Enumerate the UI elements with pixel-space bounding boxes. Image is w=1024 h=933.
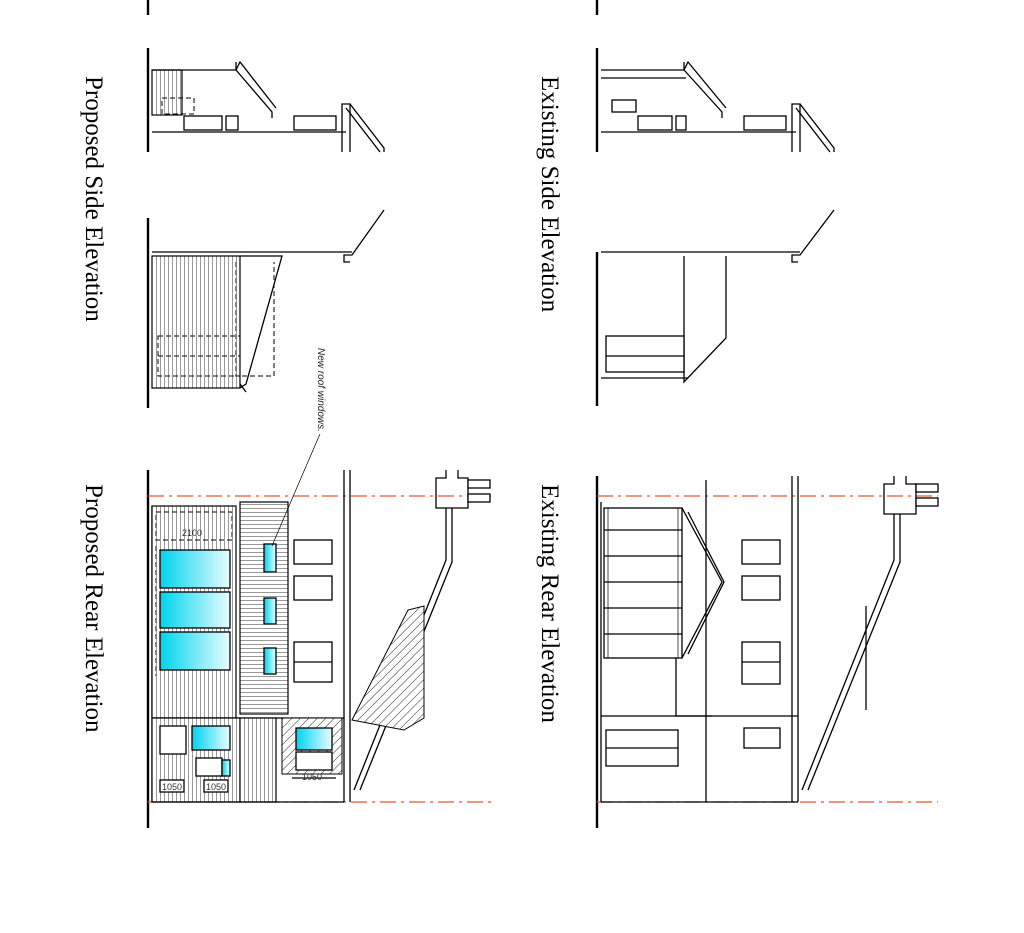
cladding-panel xyxy=(151,255,241,389)
chimney-stack xyxy=(435,470,469,509)
roof-window xyxy=(263,597,277,625)
conservatory-frame xyxy=(603,507,683,659)
annotation-leader xyxy=(271,433,321,547)
glazing-panel xyxy=(159,549,231,589)
glazing-panel xyxy=(295,727,333,751)
dimension-box xyxy=(203,779,229,793)
main-roof-inner xyxy=(345,107,381,153)
window xyxy=(743,115,787,131)
downpipe xyxy=(807,514,901,791)
roof-parapet xyxy=(683,60,727,109)
window xyxy=(741,539,781,565)
chimney-pot xyxy=(915,483,939,493)
dashed-outline xyxy=(161,97,195,115)
window xyxy=(195,757,223,777)
dimension-1050: 1050 xyxy=(302,772,322,782)
window xyxy=(295,751,333,771)
glazing-panel xyxy=(159,631,231,671)
existing-rear-elevation: Existing Rear Elevation xyxy=(536,476,939,828)
main-roof-inner xyxy=(795,107,831,153)
title-existing-side-elevation: Existing Side Elevation xyxy=(536,76,563,313)
chimney-pot xyxy=(915,497,939,507)
window xyxy=(605,335,685,373)
title-proposed-rear-elevation: Proposed Rear Elevation xyxy=(80,484,107,733)
existing-side-elevation: Existing Side Elevation xyxy=(536,0,835,406)
side-roof-slope xyxy=(239,255,283,389)
window xyxy=(741,641,781,685)
eaves-detail xyxy=(791,209,835,263)
window xyxy=(183,115,223,131)
hatched-roof-slope xyxy=(351,605,425,731)
main-roof xyxy=(349,103,385,152)
dimension-box xyxy=(159,779,185,793)
window xyxy=(741,575,781,601)
main-wall xyxy=(341,103,351,152)
window xyxy=(159,725,187,755)
conservatory-roof xyxy=(681,507,723,659)
dashed-rooflight xyxy=(155,511,233,541)
chimney-stack xyxy=(883,476,917,515)
chimney-pot xyxy=(467,479,491,489)
roof-outline xyxy=(152,69,273,118)
note-new-roof-windows: New roof windows. xyxy=(315,348,326,432)
chimney-pot xyxy=(467,493,491,503)
eaves-tip xyxy=(239,383,247,393)
window xyxy=(743,727,781,749)
window xyxy=(611,99,637,113)
cladding-panel xyxy=(239,717,277,803)
dimension-2100: 2100 xyxy=(182,528,202,538)
main-roof xyxy=(799,103,835,152)
cladding-panel xyxy=(151,69,183,116)
window xyxy=(675,115,687,131)
window xyxy=(225,115,239,131)
roof-outline xyxy=(601,69,723,118)
side-roof xyxy=(683,256,727,384)
glazing-panel xyxy=(159,591,231,629)
window xyxy=(293,575,333,601)
roof-parapet xyxy=(235,60,277,109)
window xyxy=(293,115,337,131)
main-wall xyxy=(791,103,801,152)
eaves-detail xyxy=(343,209,385,263)
proposed-side-elevation: Proposed Side Elevation xyxy=(80,0,385,408)
conservatory-roof-inner xyxy=(687,511,725,655)
glazing-panel xyxy=(191,725,231,751)
window xyxy=(637,115,673,131)
dimension-1050: 1050 xyxy=(162,782,182,792)
downpipe xyxy=(801,514,895,791)
glazing-panel xyxy=(221,759,231,777)
window xyxy=(293,539,333,565)
proposed-rear-elevation: 2100 New roof windows. 1050 1050 1050 Pr… xyxy=(80,348,492,828)
roof-window xyxy=(263,647,277,675)
title-proposed-side-elevation: Proposed Side Elevation xyxy=(80,76,107,322)
title-existing-rear-elevation: Existing Rear Elevation xyxy=(536,484,563,723)
dimension-1050: 1050 xyxy=(206,782,226,792)
roof-window xyxy=(263,543,277,573)
dashed-outline xyxy=(235,262,275,377)
